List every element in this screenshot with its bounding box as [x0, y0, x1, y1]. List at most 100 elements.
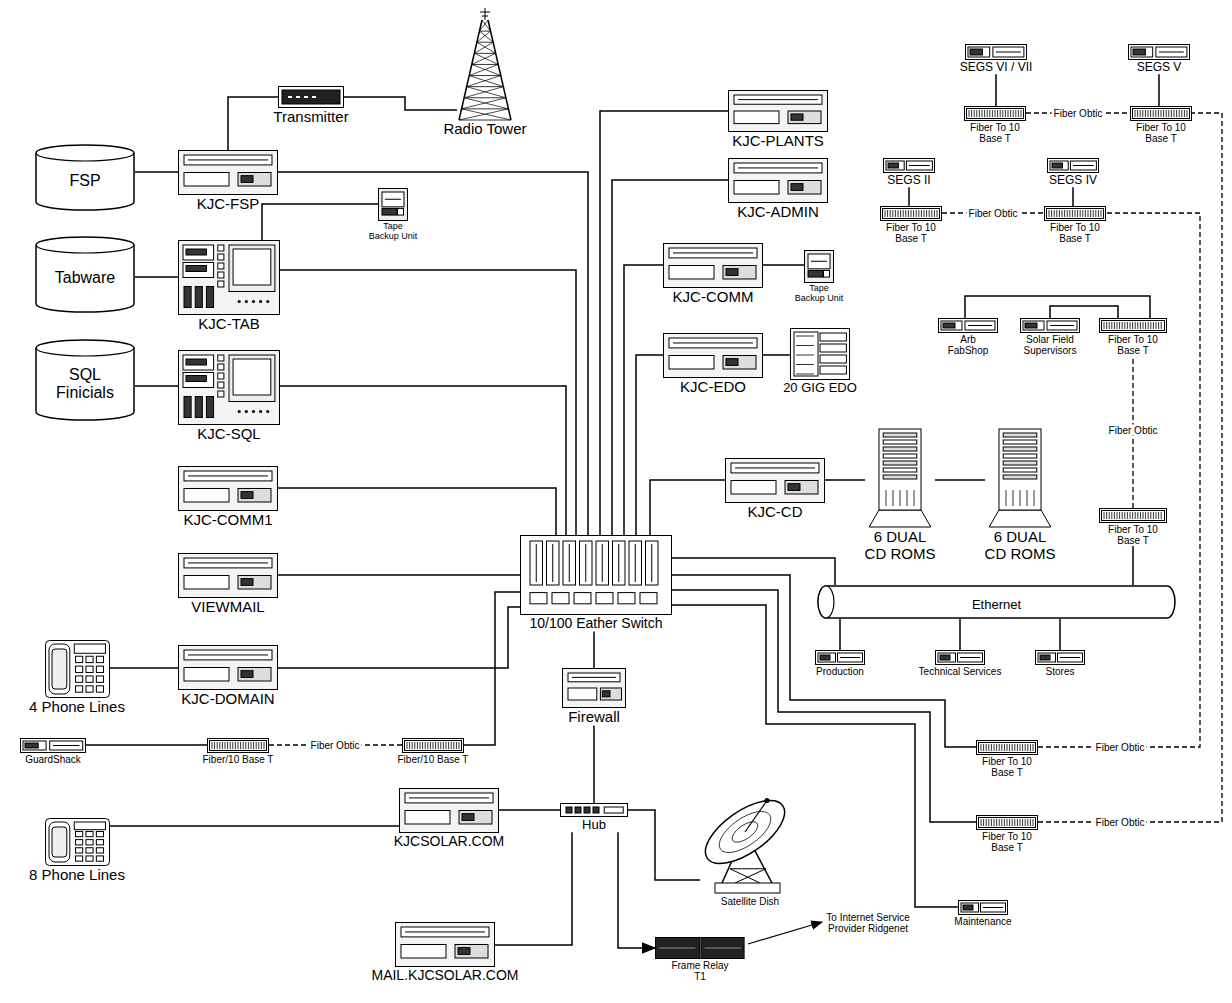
server-box: KJC-DOMAIN	[176, 645, 280, 708]
node-label: Ethernet	[972, 592, 1021, 612]
fiber-converter: Fiber To 10 Base T	[1126, 106, 1196, 144]
workstation-icon	[935, 650, 985, 665]
workstation: Maintenance	[948, 900, 1018, 927]
network-link	[110, 667, 179, 669]
workstation-icon	[958, 900, 1008, 915]
node-label: Fiber To 10 Base T	[1108, 334, 1158, 356]
node-label: Fiber/10 Base T	[198, 754, 278, 765]
network-link	[1132, 546, 1134, 585]
fiber-converter-icon	[880, 206, 942, 221]
node-label: 6 DUAL CD ROMS	[983, 529, 1058, 562]
network-link	[278, 607, 520, 668]
hub-box-icon	[560, 803, 628, 817]
phone-bank-icon	[45, 818, 110, 866]
node-label: VIEWMAIL	[176, 599, 280, 616]
network-link	[965, 296, 1150, 318]
server-box: KJC-ADMIN	[726, 158, 830, 221]
node-label: KJC-PLANTS	[726, 133, 830, 150]
satellite-dish-icon	[700, 790, 800, 895]
node-label: Production	[810, 666, 870, 677]
node-label: MAIL.KJCSOLAR.COM	[368, 968, 522, 983]
server-box: KJC-EDO	[661, 333, 765, 396]
network-link	[86, 744, 207, 746]
network-link	[228, 97, 278, 150]
link-label: Fiber Obtic	[1107, 425, 1160, 436]
workstation-icon	[938, 318, 998, 333]
fiber-converter: Fiber/10 Base T	[393, 738, 473, 765]
fiber-converter-icon	[976, 740, 1038, 755]
fiber-converter-icon	[964, 106, 1026, 121]
node-label: Fiber To 10 Base T	[982, 756, 1032, 778]
workstation-icon	[815, 650, 865, 665]
workstation-icon	[1128, 44, 1190, 60]
network-link	[650, 480, 725, 535]
node-label: Radio Tower	[433, 121, 537, 138]
node-label: Transmitter	[264, 109, 358, 126]
tape-backup: Tape Backup Unit	[792, 250, 846, 304]
network-link	[344, 97, 457, 110]
network-link	[839, 619, 841, 650]
node-label: 6 DUAL CD ROMS	[863, 529, 938, 562]
cd-tower-icon	[865, 428, 935, 528]
server-box-icon	[178, 553, 278, 598]
storage-cabinet: 20 GIG EDO	[778, 328, 862, 395]
server-box: KJC-PLANTS	[726, 90, 830, 150]
network-link	[908, 187, 910, 206]
workstation: SEGS II	[874, 158, 944, 187]
fiber-converter: Fiber To 10 Base T	[876, 206, 946, 244]
node-label: 10/100 Eather Switch	[518, 616, 674, 631]
server-box-icon	[178, 645, 278, 690]
network-link	[278, 488, 556, 535]
server-box: VIEWMAIL	[176, 553, 280, 616]
fiber-converter: Fiber To 10 Base T	[1098, 508, 1168, 546]
node-label: Fiber To 10 Base T	[886, 222, 936, 244]
fiber-converter-icon	[1099, 508, 1167, 523]
network-link	[618, 832, 655, 948]
cd-tower-icon	[985, 428, 1055, 528]
node-label: SQL Finicials	[50, 360, 120, 401]
workstation: Technical Services	[908, 650, 1012, 677]
network-link	[628, 810, 700, 880]
server-box-icon	[562, 668, 626, 708]
fiber-converter: Fiber/10 Base T	[198, 738, 278, 765]
fiber-converter-icon	[1044, 206, 1106, 221]
phone-bank: 4 Phone Lines	[20, 640, 134, 716]
cd-tower: 6 DUAL CD ROMS	[975, 428, 1065, 562]
server-box: KJCSOLAR.COM	[391, 788, 507, 849]
network-link	[135, 276, 178, 278]
server-box: KJC-CD	[723, 458, 827, 521]
node-label: KJCSOLAR.COM	[391, 834, 507, 849]
workstation-icon	[1020, 318, 1080, 333]
node-label: Fiber To 10 Base T	[982, 831, 1032, 853]
network-link	[278, 172, 588, 535]
node-label: Solar Field Supervisors	[1020, 334, 1080, 356]
fiber-converter: Fiber To 10 Base T	[960, 106, 1030, 144]
node-label: FSP	[69, 166, 100, 190]
node-label: Hub	[558, 818, 630, 832]
fiber-converter-icon	[207, 738, 269, 753]
ethernet-switch: 10/100 Eather Switch	[518, 535, 674, 631]
workstation: SEGS VI / VII	[958, 44, 1034, 74]
node-label: Technical Services	[908, 666, 1012, 677]
cd-tower: 6 DUAL CD ROMS	[855, 428, 945, 562]
node-label: Satellite Dish	[688, 896, 812, 907]
node-label: SEGS IV	[1038, 174, 1108, 187]
frame-relay-icon	[655, 937, 745, 959]
network-link	[110, 825, 400, 827]
server-box-icon	[725, 458, 825, 503]
network-link	[280, 386, 566, 535]
node-label: Firewall	[560, 709, 628, 726]
network-link	[495, 832, 572, 945]
node-label: Stores	[1033, 666, 1087, 677]
isp-note: To Internet Service Provider Ridgenet	[826, 912, 910, 934]
server-box-icon	[399, 788, 499, 833]
ethernet-switch-icon	[520, 535, 672, 615]
network-link	[600, 111, 728, 535]
workstation: Production	[810, 650, 870, 677]
node-label: Fiber/10 Base T	[393, 754, 473, 765]
server-station-icon	[178, 240, 280, 315]
link-label: Fiber Obtic	[1094, 817, 1147, 828]
tape-backup-icon	[804, 250, 834, 283]
phone-bank: 8 Phone Lines	[20, 818, 134, 884]
node-label: 8 Phone Lines	[20, 867, 134, 884]
